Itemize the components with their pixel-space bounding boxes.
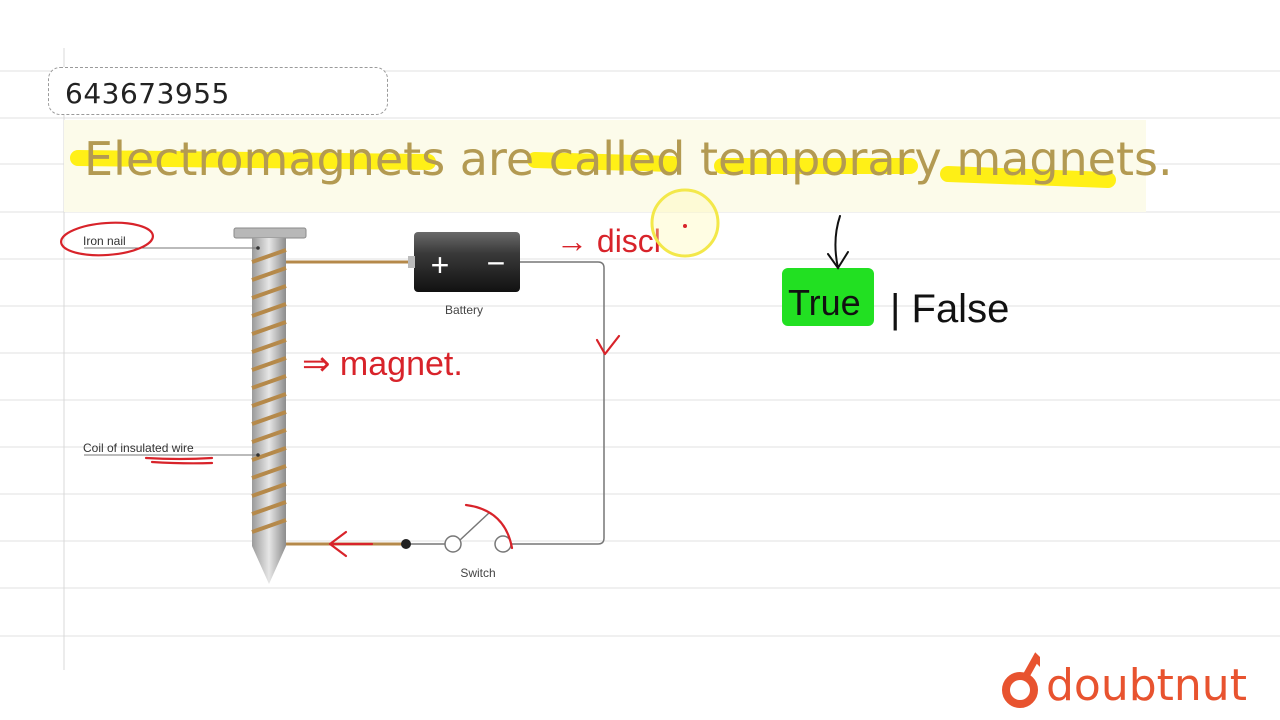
coil-label: Coil of insulated wire: [83, 441, 194, 455]
battery-plus: +: [431, 247, 450, 283]
battery-label: Battery: [445, 303, 483, 317]
question-id-box: 643673955: [48, 67, 388, 115]
doubtnut-logo-icon: [1002, 652, 1040, 708]
false-option: | False: [890, 287, 1009, 331]
switch-contact-left: [444, 535, 462, 553]
coil: [251, 248, 287, 534]
down-arrow: [834, 215, 841, 269]
battery-body: [414, 232, 520, 292]
cursor-ring: [650, 188, 720, 258]
battery-minus: −: [487, 245, 506, 281]
iron-nail-circle: [59, 221, 155, 257]
current-arrow-down: [595, 334, 621, 356]
nail-tip: [252, 546, 286, 584]
magnet-note: ⇒ magnet.: [302, 345, 463, 383]
question-id: 643673955: [65, 77, 230, 110]
question-text: Electromagnets are called temporary magn…: [84, 132, 1173, 186]
switch-label: Switch: [460, 566, 495, 580]
iron-nail-label: Iron nail: [83, 234, 126, 248]
disc-note: → discl: [556, 223, 661, 259]
true-highlight: [782, 268, 874, 326]
coil-underline: [144, 456, 214, 461]
switch-lever: [459, 511, 491, 541]
switch-open-arc: [464, 503, 514, 550]
brand-name: doubtnut: [1046, 660, 1247, 711]
true-option: True: [788, 282, 861, 323]
wire-right: [510, 261, 605, 545]
switch-dot: [401, 539, 411, 549]
